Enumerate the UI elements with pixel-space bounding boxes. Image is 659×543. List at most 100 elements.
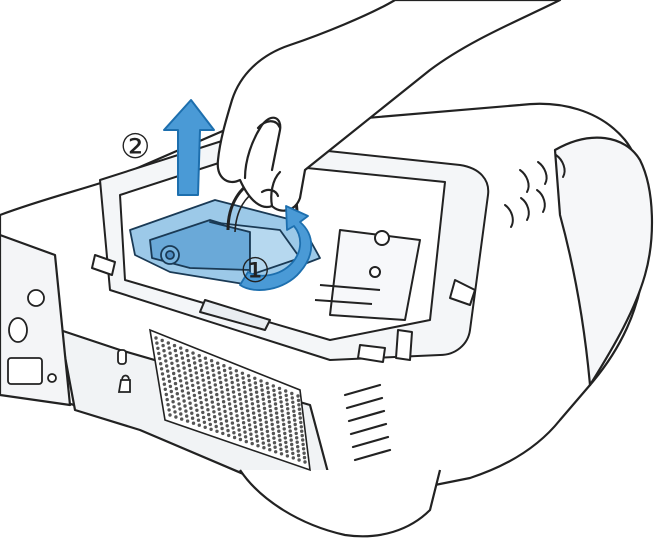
grille-hole [167,408,171,412]
grille-hole [160,338,164,343]
grille-hole [252,416,256,420]
grille-hole [224,378,228,382]
compartment-clip-front [357,344,386,363]
grille-hole [197,354,201,358]
grille-hole [171,366,175,371]
grille-hole [167,346,171,350]
hand-knuckle [256,120,282,130]
grille-hole [286,407,290,411]
grille-hole [216,361,220,365]
grille-hole [266,438,271,443]
grille-hole [154,336,158,340]
grille-hole [225,383,229,387]
grille-hole [230,380,234,385]
grille-hole [166,403,170,407]
grille-hole [160,372,165,376]
grille-hole [266,386,270,390]
grille-hole [170,361,174,365]
grille-hole [291,400,295,404]
grille-hole [215,429,219,433]
screw-hole-mid [369,266,381,278]
grille-hole [232,395,236,399]
grille-hole [247,378,251,383]
grille-hole [180,417,184,421]
indicator-1 [519,169,530,193]
grille-hole [217,371,221,375]
grille-hole [294,427,298,431]
grille-hole [189,406,193,410]
grille-hole [225,424,229,428]
grille-hole [201,415,206,420]
grille-hole [291,451,295,456]
grille-hole [298,411,302,416]
grille-hole [211,368,215,373]
grille-hole [272,436,276,440]
grille-hole [186,358,191,363]
grille-hole [281,418,285,422]
grille-hole [237,388,241,392]
security-lock-shackle [121,374,130,381]
grille-hole [262,446,266,450]
grille-hole [253,376,257,380]
vent-slat [351,435,390,449]
grille-hole [206,376,211,380]
grille-hole [259,383,264,388]
grille-hole [303,460,307,464]
grille-hole [170,394,174,399]
grille-hole [165,364,169,368]
grille-hole [199,400,203,405]
grille-hole [279,447,283,451]
grille-hole [245,404,249,408]
grille-hole [211,405,215,409]
grille-hole [219,380,223,385]
grille-hole [254,385,258,390]
grille-hole [182,399,186,403]
grille-hole [241,421,246,425]
vent-slat [343,383,382,397]
grille-hole [302,451,306,455]
grille-hole [241,416,245,420]
grille-hole [292,409,296,413]
grille-hole [285,449,289,454]
grille-hole [265,381,269,386]
grille-hole [205,403,209,407]
projector-foot [239,469,442,538]
grille-hole [273,445,277,449]
vent-slat [353,448,392,462]
grille-hole [176,397,180,401]
grille-hole [168,413,172,417]
grille-hole [267,399,272,404]
grille-hole [299,420,303,425]
grille-hole [297,407,302,411]
grille-hole [191,351,195,355]
grille-hole [184,376,188,380]
grille-hole [277,429,281,433]
grille-hole [234,369,238,373]
grille-hole [225,388,230,392]
grille-hole [242,385,247,390]
grille-hole [187,363,192,368]
grille-hole [260,432,264,436]
grille-hole [260,388,264,392]
grille-hole [199,363,203,368]
grille-hole [279,400,283,404]
grille-hole [286,411,290,415]
grille-hole [219,385,224,389]
grille-hole [185,381,189,385]
grille-hole [280,409,284,413]
grille-hole [256,444,260,448]
port-round-mid [8,317,28,343]
grille-hole [230,416,234,420]
grille-hole [293,418,297,422]
grille-hole [269,413,273,417]
grille-hole [239,402,243,406]
hand-nail [260,188,280,198]
grille-hole [188,368,192,373]
grille-hole [266,434,270,438]
grille-hole [261,397,265,401]
step-1-label: ① [240,251,270,291]
grille-hole [271,427,275,431]
grille-hole [205,366,209,370]
